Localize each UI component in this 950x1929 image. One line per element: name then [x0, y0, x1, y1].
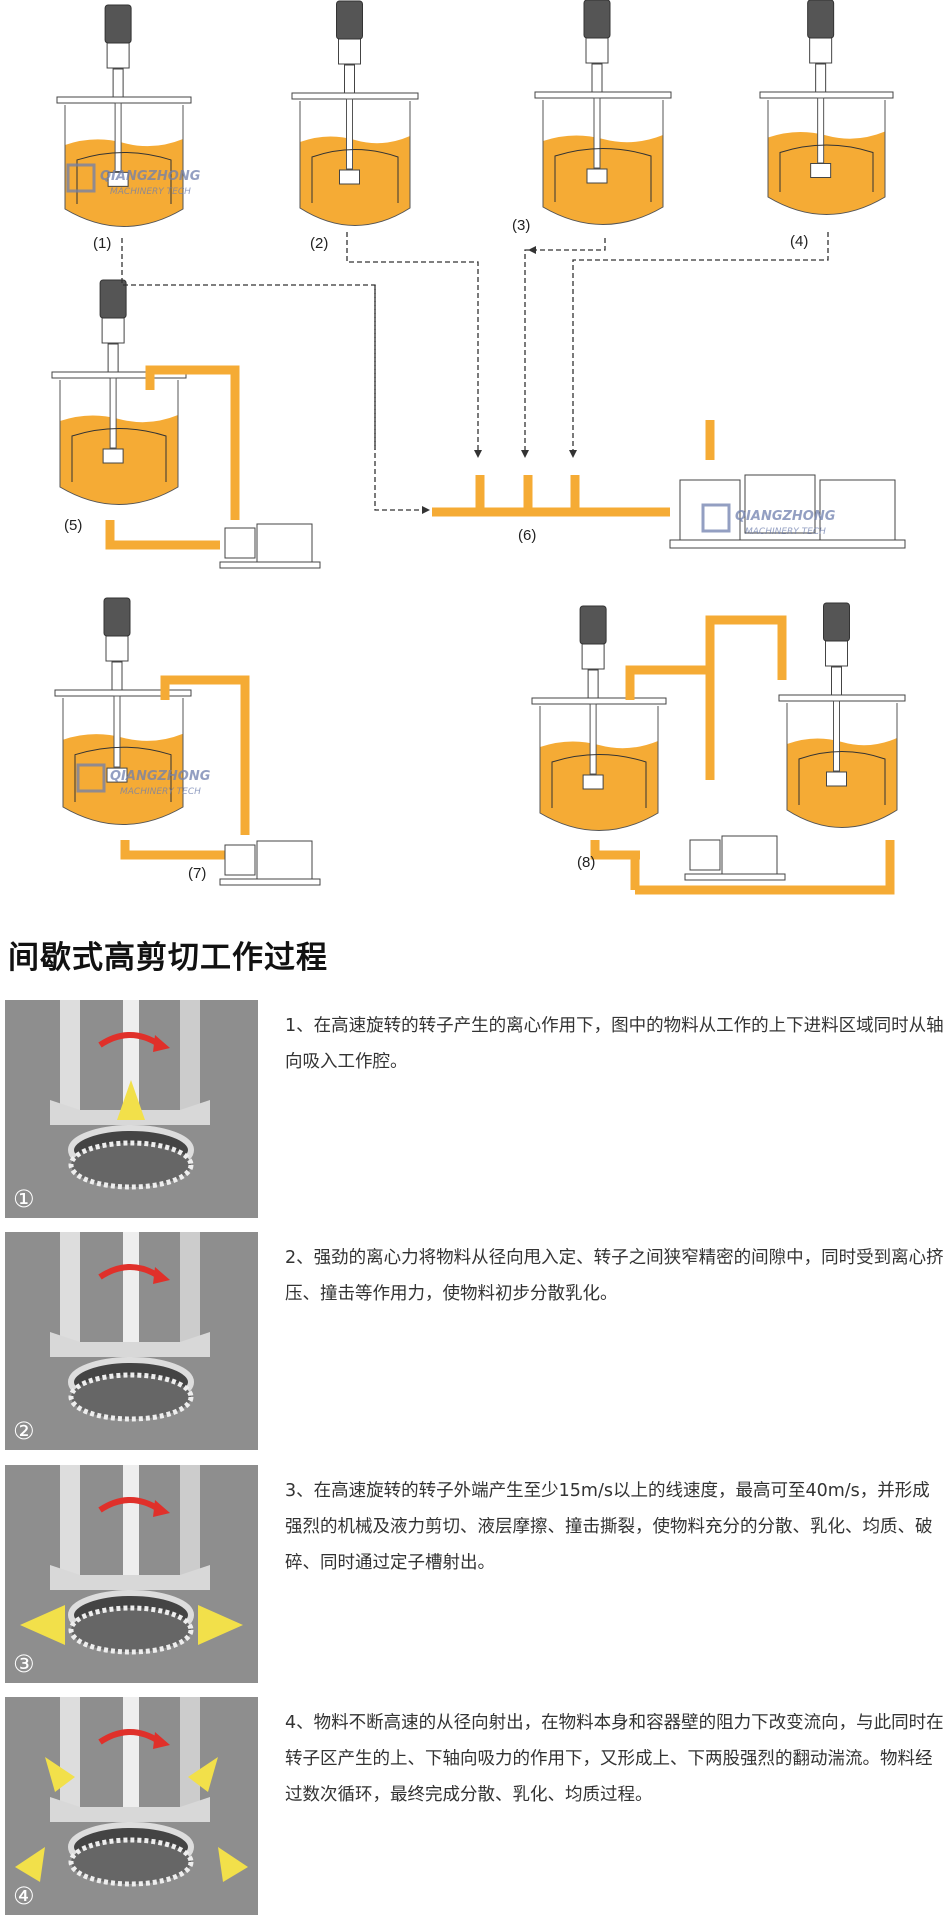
svg-text:MACHINERY TECH: MACHINERY TECH: [120, 787, 201, 797]
rotor-stator-image: ④: [5, 1697, 258, 1915]
diagram-label-7: (7): [188, 865, 206, 882]
diagram-label-6: (6): [518, 527, 536, 544]
step-1: ① 1、在高速旋转的转子产生的离心作用下，图中的物料从工作的上下进料区域同时从轴…: [5, 1000, 950, 1218]
svg-text:MACHINERY TECH: MACHINERY TECH: [110, 187, 191, 197]
tank-8a: [531, 605, 667, 831]
step-4: ④ 4、物料不断高速的从径向射出，在物料本身和容器壁的阻力下改变流向，与此同时在…: [5, 1697, 950, 1915]
step-badge: ①: [13, 1185, 35, 1213]
step-description: 2、强劲的离心力将物料从径向甩入定、转子之间狭窄精密的间隙中，同时受到离心挤压、…: [285, 1248, 944, 1304]
step-description: 3、在高速旋转的转子外端产生至少15m/s以上的线速度，最高可至40m/s，并形…: [285, 1481, 933, 1573]
svg-text:QIANGZHONG: QIANGZHONG: [735, 509, 836, 524]
rotor-stator-image: ②: [5, 1232, 258, 1450]
step-description: 4、物料不断高速的从径向射出，在物料本身和容器壁的阻力下改变流向，与此同时在转子…: [285, 1713, 944, 1805]
tank-5: [51, 279, 187, 505]
step-badge: ③: [13, 1650, 35, 1678]
svg-text:QIANGZHONG: QIANGZHONG: [100, 169, 201, 184]
diagram-label-5: (5): [64, 517, 82, 534]
diagram-label-8: (8): [577, 854, 595, 871]
section-title: 间歇式高剪切工作过程: [8, 940, 328, 976]
tank-2: [291, 0, 419, 226]
pump-5: [219, 523, 321, 569]
tank-1: [56, 4, 192, 227]
svg-text:QIANGZHONG: QIANGZHONG: [110, 769, 211, 784]
diagram-label-4: (4): [790, 233, 808, 250]
step-3: ③ 3、在高速旋转的转子外端产生至少15m/s以上的线速度，最高可至40m/s，…: [5, 1465, 950, 1683]
tank-4: [759, 0, 894, 215]
step-description: 1、在高速旋转的转子产生的离心作用下，图中的物料从工作的上下进料区域同时从轴向吸…: [285, 1016, 944, 1072]
dashed-flow-lines: [121, 232, 829, 511]
rotor-stator-image: ①: [5, 1000, 258, 1218]
tank-7: [54, 597, 192, 825]
step-badge: ④: [13, 1882, 35, 1910]
svg-text:MACHINERY TECH: MACHINERY TECH: [745, 527, 826, 537]
pump-7: [219, 840, 321, 886]
diagram-label-2: (2): [310, 235, 328, 252]
watermark-logo: QIANGZHONG MACHINERY TECH QIANGZHONG MAC…: [66, 163, 836, 797]
pump-8: [684, 835, 786, 881]
step-badge: ②: [13, 1417, 35, 1445]
tank-3: [534, 0, 672, 225]
rotor-stator-image: ③: [5, 1465, 258, 1683]
diagram-label-3: (3): [512, 217, 530, 234]
process-diagram: (1) (2) (3) (4) (5) (6) (7) (8) QIANGZHO…: [51, 0, 906, 895]
tank-8b: [778, 602, 906, 828]
step-2: ② 2、强劲的离心力将物料从径向甩入定、转子之间狭窄精密的间隙中，同时受到离心挤…: [5, 1232, 950, 1450]
diagram-label-1: (1): [93, 235, 111, 252]
pipework: [105, 365, 906, 895]
